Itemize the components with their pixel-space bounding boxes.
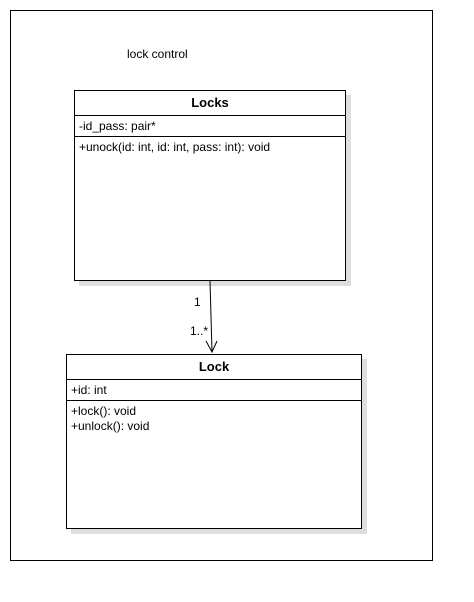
operation: +lock(): void [71, 404, 137, 418]
attribute-compartment: +id: int [67, 380, 361, 401]
operation-compartment: +unock(id: int, id: int, pass: int): voi… [75, 137, 345, 158]
operation: +unlock(): void [71, 419, 150, 433]
operation: +unock(id: int, id: int, pass: int): voi… [79, 140, 271, 154]
target-multiplicity: 1..* [190, 324, 209, 338]
source-multiplicity: 1 [194, 295, 201, 309]
attribute: -id_pass: pair* [79, 119, 156, 133]
class-name: Lock [67, 355, 361, 380]
class-name: Locks [75, 91, 345, 116]
package-frame [10, 10, 433, 561]
package-label: lock control [127, 47, 188, 61]
attribute: +id: int [71, 383, 107, 397]
operation-compartment: +lock(): void +unlock(): void [67, 401, 361, 437]
class-lock[interactable]: Lock +id: int +lock(): void +unlock(): v… [66, 354, 362, 529]
attribute-compartment: -id_pass: pair* [75, 116, 345, 137]
class-locks[interactable]: Locks -id_pass: pair* +unock(id: int, id… [74, 90, 346, 281]
